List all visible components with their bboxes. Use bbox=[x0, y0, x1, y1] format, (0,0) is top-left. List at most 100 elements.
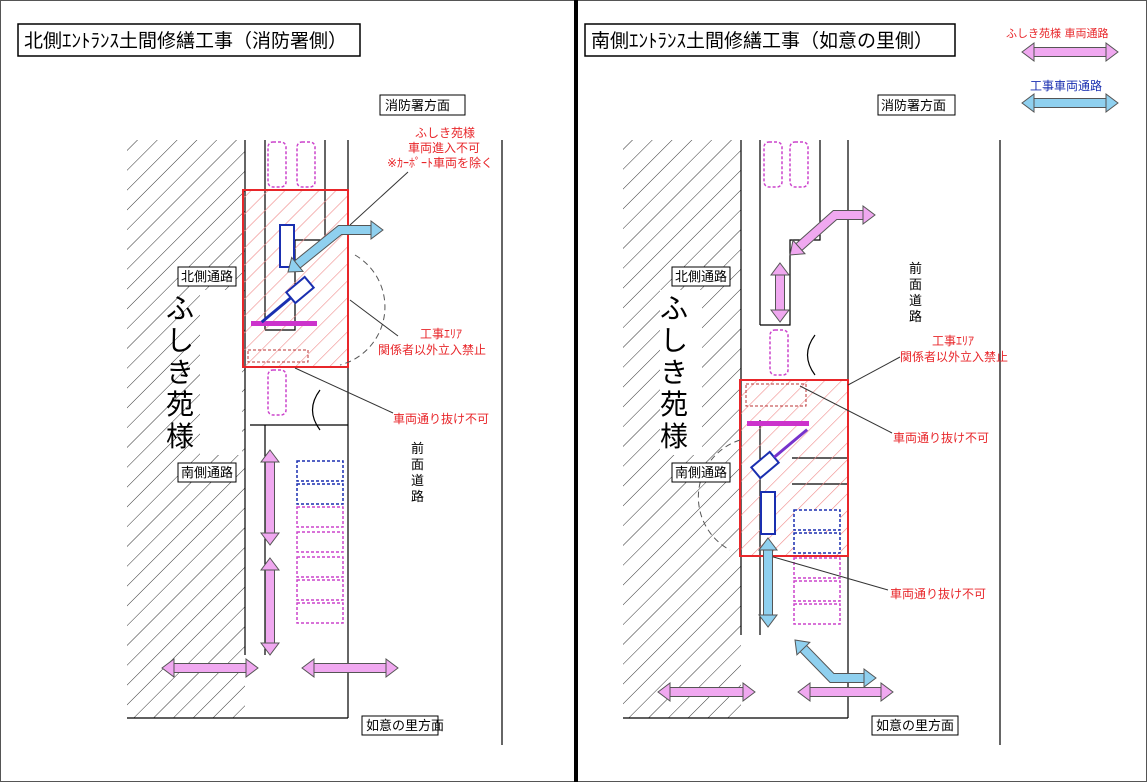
right-north-path: 北側通路 bbox=[675, 269, 727, 285]
right-south-path: 南側通路 bbox=[675, 465, 727, 481]
fushiki-route-arrow bbox=[260, 557, 280, 656]
right-note-no-through-1: 車両通り抜け不可 bbox=[799, 385, 989, 445]
arrow-head bbox=[758, 614, 778, 628]
svg-text:き: き bbox=[660, 356, 688, 389]
arrow-head bbox=[880, 682, 894, 702]
fushiki-route-arrow bbox=[161, 658, 259, 678]
svg-text:車両通り抜け不可: 車両通り抜け不可 bbox=[890, 587, 986, 601]
svg-text:路: 路 bbox=[909, 309, 922, 325]
arrow-head bbox=[260, 532, 280, 546]
arrow-head bbox=[370, 220, 384, 240]
arrow-head bbox=[1105, 93, 1119, 113]
right-direction-top: 消防署方面 bbox=[881, 98, 946, 114]
left-note-work-area: 工事ｴﾘｱ 関係者以外立入禁止 bbox=[349, 299, 486, 357]
legend-fushiki-route: ふしき苑様 車両通路 bbox=[1006, 26, 1109, 40]
legend-fushiki-arrow bbox=[1021, 42, 1119, 62]
svg-text:し: し bbox=[166, 324, 194, 357]
right-building-name: ふ し き 苑 様 bbox=[660, 292, 688, 453]
left-south-path: 南側通路 bbox=[181, 465, 233, 481]
svg-text:し: し bbox=[660, 324, 688, 357]
arrow-head bbox=[770, 309, 790, 323]
arrow-head bbox=[245, 658, 259, 678]
arrow-head bbox=[161, 658, 175, 678]
arrow-head bbox=[385, 658, 399, 678]
left-north-path: 北側通路 bbox=[181, 269, 233, 285]
svg-text:ふしき苑様: ふしき苑様 bbox=[415, 126, 475, 140]
svg-text:路: 路 bbox=[411, 489, 424, 505]
right-direction-bottom: 如意の里方面 bbox=[876, 718, 954, 734]
left-direction-bottom: 如意の里方面 bbox=[366, 718, 444, 734]
arrow-head bbox=[657, 682, 671, 702]
left-note-no-entry: ふしき苑様 車両進入不可 ※ｶｰﾎﾟｰﾄ車両を除く bbox=[349, 126, 493, 226]
left-direction-top: 消防署方面 bbox=[385, 98, 450, 114]
right-front-road: 前 面 道 路 bbox=[909, 261, 922, 325]
right-parking-stalls bbox=[763, 141, 841, 625]
svg-text:車両通り抜け不可: 車両通り抜け不可 bbox=[893, 431, 989, 445]
svg-text:様: 様 bbox=[660, 420, 688, 453]
arrow-head bbox=[797, 682, 811, 702]
panel-divider bbox=[574, 0, 578, 782]
construction-vehicle-icon bbox=[279, 224, 295, 268]
arrow-head bbox=[1021, 93, 1035, 113]
right-panel: 南側ｴﾝﾄﾗﾝｽ土間修繕工事（如意の里側） bbox=[584, 23, 1119, 745]
svg-text:車両進入不可: 車両進入不可 bbox=[408, 141, 480, 155]
svg-text:工事ｴﾘｱ: 工事ｴﾘｱ bbox=[420, 327, 462, 341]
legend-construction-arrow bbox=[1021, 93, 1119, 113]
construction-route-arrow bbox=[287, 220, 384, 273]
right-note-no-through-2: 車両通り抜け不可 bbox=[769, 555, 986, 601]
left-barrier bbox=[251, 321, 317, 326]
left-title-box bbox=[17, 23, 361, 57]
arrow-head bbox=[287, 256, 305, 273]
arrow-head bbox=[742, 682, 756, 702]
svg-text:道: 道 bbox=[909, 294, 922, 309]
left-work-area bbox=[242, 189, 349, 368]
svg-text:道: 道 bbox=[411, 474, 424, 489]
right-route-arrows bbox=[657, 42, 1119, 702]
svg-text:車両通り抜け不可: 車両通り抜け不可 bbox=[393, 412, 489, 426]
svg-text:関係者以外立入禁止: 関係者以外立入禁止 bbox=[378, 342, 486, 357]
arrow-head bbox=[789, 239, 806, 256]
arrow-head bbox=[1105, 42, 1119, 62]
arrow-head bbox=[863, 668, 877, 688]
svg-text:ふ: ふ bbox=[660, 292, 688, 325]
arrow-head bbox=[758, 537, 778, 551]
left-building-name: ふ し き 苑 様 bbox=[166, 292, 194, 453]
construction-route-arrow bbox=[794, 639, 877, 688]
arrow-head bbox=[301, 658, 315, 678]
left-fence bbox=[247, 349, 309, 363]
svg-text:き: き bbox=[166, 356, 194, 389]
fushiki-route-arrow bbox=[797, 682, 894, 702]
fushiki-route-arrow bbox=[260, 449, 280, 546]
fushiki-route-arrow bbox=[657, 682, 756, 702]
right-note-work-area: 工事ｴﾘｱ 関係者以外立入禁止 bbox=[847, 334, 1008, 386]
svg-text:様: 様 bbox=[166, 420, 194, 453]
arrow-head bbox=[794, 639, 811, 656]
arrow-head bbox=[260, 557, 280, 571]
left-parking-stalls bbox=[267, 141, 344, 624]
excavator-icon bbox=[749, 428, 809, 480]
legend: ふしき苑様 車両通路 工事車両通路 bbox=[1006, 26, 1109, 93]
right-title: 南側ｴﾝﾄﾗﾝｽ土間修繕工事（如意の里側） bbox=[591, 30, 933, 52]
svg-text:前: 前 bbox=[411, 441, 424, 457]
swing-radius bbox=[339, 254, 386, 366]
construction-route-arrow bbox=[758, 537, 778, 628]
svg-text:※ｶｰﾎﾟｰﾄ車両を除く: ※ｶｰﾎﾟｰﾄ車両を除く bbox=[387, 155, 493, 170]
svg-text:前: 前 bbox=[909, 261, 922, 277]
excavator-icon bbox=[260, 275, 316, 324]
svg-text:ふ: ふ bbox=[166, 292, 194, 325]
arrow-head bbox=[260, 642, 280, 656]
left-panel: 北側ｴﾝﾄﾗﾝｽ土間修繕工事（消防署側） bbox=[17, 23, 503, 745]
left-direction-top-box bbox=[379, 94, 466, 116]
left-route-arrows bbox=[161, 220, 399, 678]
svg-text:苑: 苑 bbox=[660, 388, 688, 421]
left-title: 北側ｴﾝﾄﾗﾝｽ土間修繕工事（消防署側） bbox=[24, 30, 347, 52]
svg-text:関係者以外立入禁止: 関係者以外立入禁止 bbox=[900, 349, 1008, 364]
arrow-head bbox=[862, 205, 876, 225]
arrow-shaft bbox=[294, 226, 371, 268]
left-front-road: 前 面 道 路 bbox=[411, 441, 424, 505]
construction-vehicle-icon bbox=[760, 491, 776, 535]
fushiki-route-arrow bbox=[301, 658, 399, 678]
left-note-no-through: 車両通り抜け不可 bbox=[294, 367, 489, 426]
fushiki-route-arrow bbox=[789, 205, 876, 256]
